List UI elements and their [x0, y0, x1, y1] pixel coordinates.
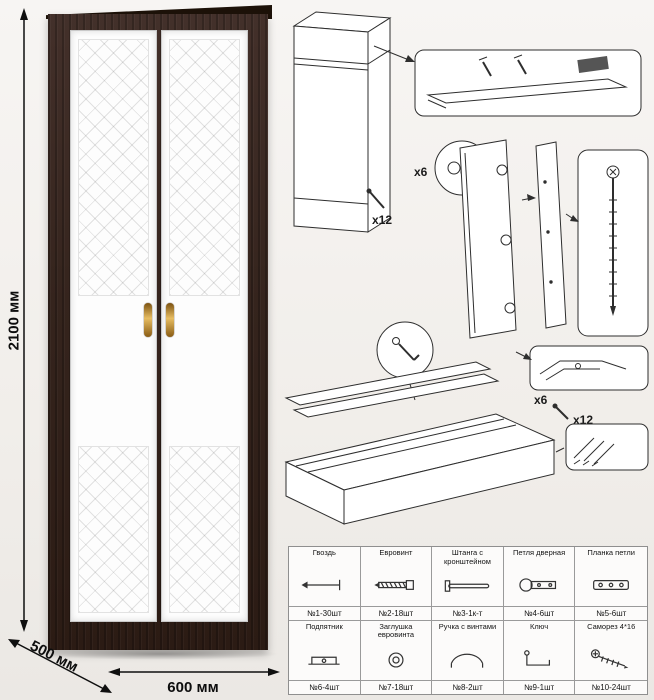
- screw-count-top-label: x12: [372, 213, 392, 227]
- laid-flat-cabinet-drawing: [284, 413, 556, 525]
- part-name: Петля дверная: [513, 548, 566, 557]
- part-count: №4-6шт: [503, 605, 575, 620]
- door-handle-left: [144, 303, 152, 337]
- euroscrew-detail-callout: [565, 149, 649, 337]
- part-count: №9-1шт: [503, 680, 575, 694]
- hinge-side-detail-callout: [515, 345, 649, 391]
- part-name: Евровинт: [379, 548, 413, 557]
- door-lattice-top: [169, 39, 240, 296]
- part-count: №8-2шт: [432, 680, 503, 694]
- part-cell-selftap-screw: Саморез 4*16 №10-24шт: [575, 621, 647, 695]
- flat-panels-drawing: [284, 361, 500, 418]
- door-lattice-bottom: [78, 446, 149, 613]
- width-dimension-arrow: [108, 668, 280, 676]
- cabinet-carcass-drawing: [292, 11, 392, 233]
- part-count: №5-6шт: [575, 605, 647, 620]
- foot-pad-icon: [289, 638, 360, 681]
- hinge-count-bottom-label: x6: [534, 393, 548, 407]
- part-count: №2-18шт: [360, 605, 432, 620]
- part-name: Планка петли: [587, 548, 635, 557]
- part-cell-foot-pad: Подпятник №6-4шт: [289, 620, 361, 694]
- nail-detail-callout: [555, 423, 649, 471]
- rail-detail-callout: [414, 49, 642, 117]
- part-count: №10-24шт: [575, 680, 647, 694]
- wardrobe-body: [48, 14, 268, 650]
- part-cell-screw-cap: Заглушка евровинта №7-18шт: [360, 620, 433, 694]
- hinge-plate-icon: [575, 564, 647, 606]
- part-name: Заглушка евровинта: [377, 621, 415, 640]
- part-cell-nail: Гвоздь №1-30шт: [289, 547, 361, 621]
- part-name: Штанга с кронштейном: [444, 548, 491, 566]
- key-icon: [504, 638, 575, 681]
- part-cell-hinge: Петля дверная №4-6шт: [503, 547, 576, 621]
- door-hinge-icon: [504, 564, 575, 606]
- screw-count-top: x12: [366, 188, 392, 227]
- part-cell-hinge-plate: Планка петли №5-6шт: [575, 547, 647, 621]
- part-name: Подпятник: [305, 621, 343, 631]
- part-name: Саморез 4*16: [587, 621, 636, 631]
- height-dimension-label: 2100 мм: [5, 290, 23, 351]
- nail-icon: [289, 564, 360, 606]
- part-name: Гвоздь: [312, 548, 336, 557]
- wardrobe-door-left: [70, 30, 157, 622]
- screw-count-bottom: x12: [552, 403, 593, 427]
- part-name: Ключ: [530, 621, 549, 631]
- leader-arrow-top: [373, 45, 415, 62]
- parts-table: Гвоздь №1-30шт Евровинт №2-18шт Штанга с…: [288, 546, 648, 695]
- wardrobe-door-right: [161, 30, 248, 622]
- rod-with-bracket-icon: [432, 566, 503, 605]
- handle-icon: [432, 638, 503, 681]
- width-dimension-label: 600 мм: [167, 679, 219, 696]
- door-handle-right: [166, 303, 174, 337]
- part-cell-euroscrew: Евровинт №2-18шт: [360, 547, 433, 621]
- part-name: Ручка с винтами: [438, 621, 497, 631]
- part-cell-key: Ключ №9-1шт: [503, 620, 576, 694]
- part-count: №6-4шт: [289, 680, 360, 694]
- part-cell-handle: Ручка с винтами №8-2шт: [432, 620, 504, 694]
- euroscrew-icon: [361, 564, 432, 606]
- part-count: №7-18шт: [360, 680, 432, 694]
- hinge-count-top-label: x6: [414, 165, 428, 179]
- selftap-screw-icon: [575, 638, 647, 681]
- screw-cap-icon: [361, 640, 432, 680]
- part-count: №3-1к-т: [432, 605, 503, 620]
- door-lattice-top: [78, 39, 149, 296]
- side-panel-drawing: [521, 141, 567, 329]
- part-count: №1-30шт: [289, 605, 360, 620]
- door-panel-drawing: [459, 139, 517, 339]
- part-cell-rod: Штанга с кронштейном №3-1к-т: [432, 547, 504, 621]
- door-lattice-bottom: [169, 446, 240, 613]
- assembly-diagram: x12 x6: [284, 11, 649, 525]
